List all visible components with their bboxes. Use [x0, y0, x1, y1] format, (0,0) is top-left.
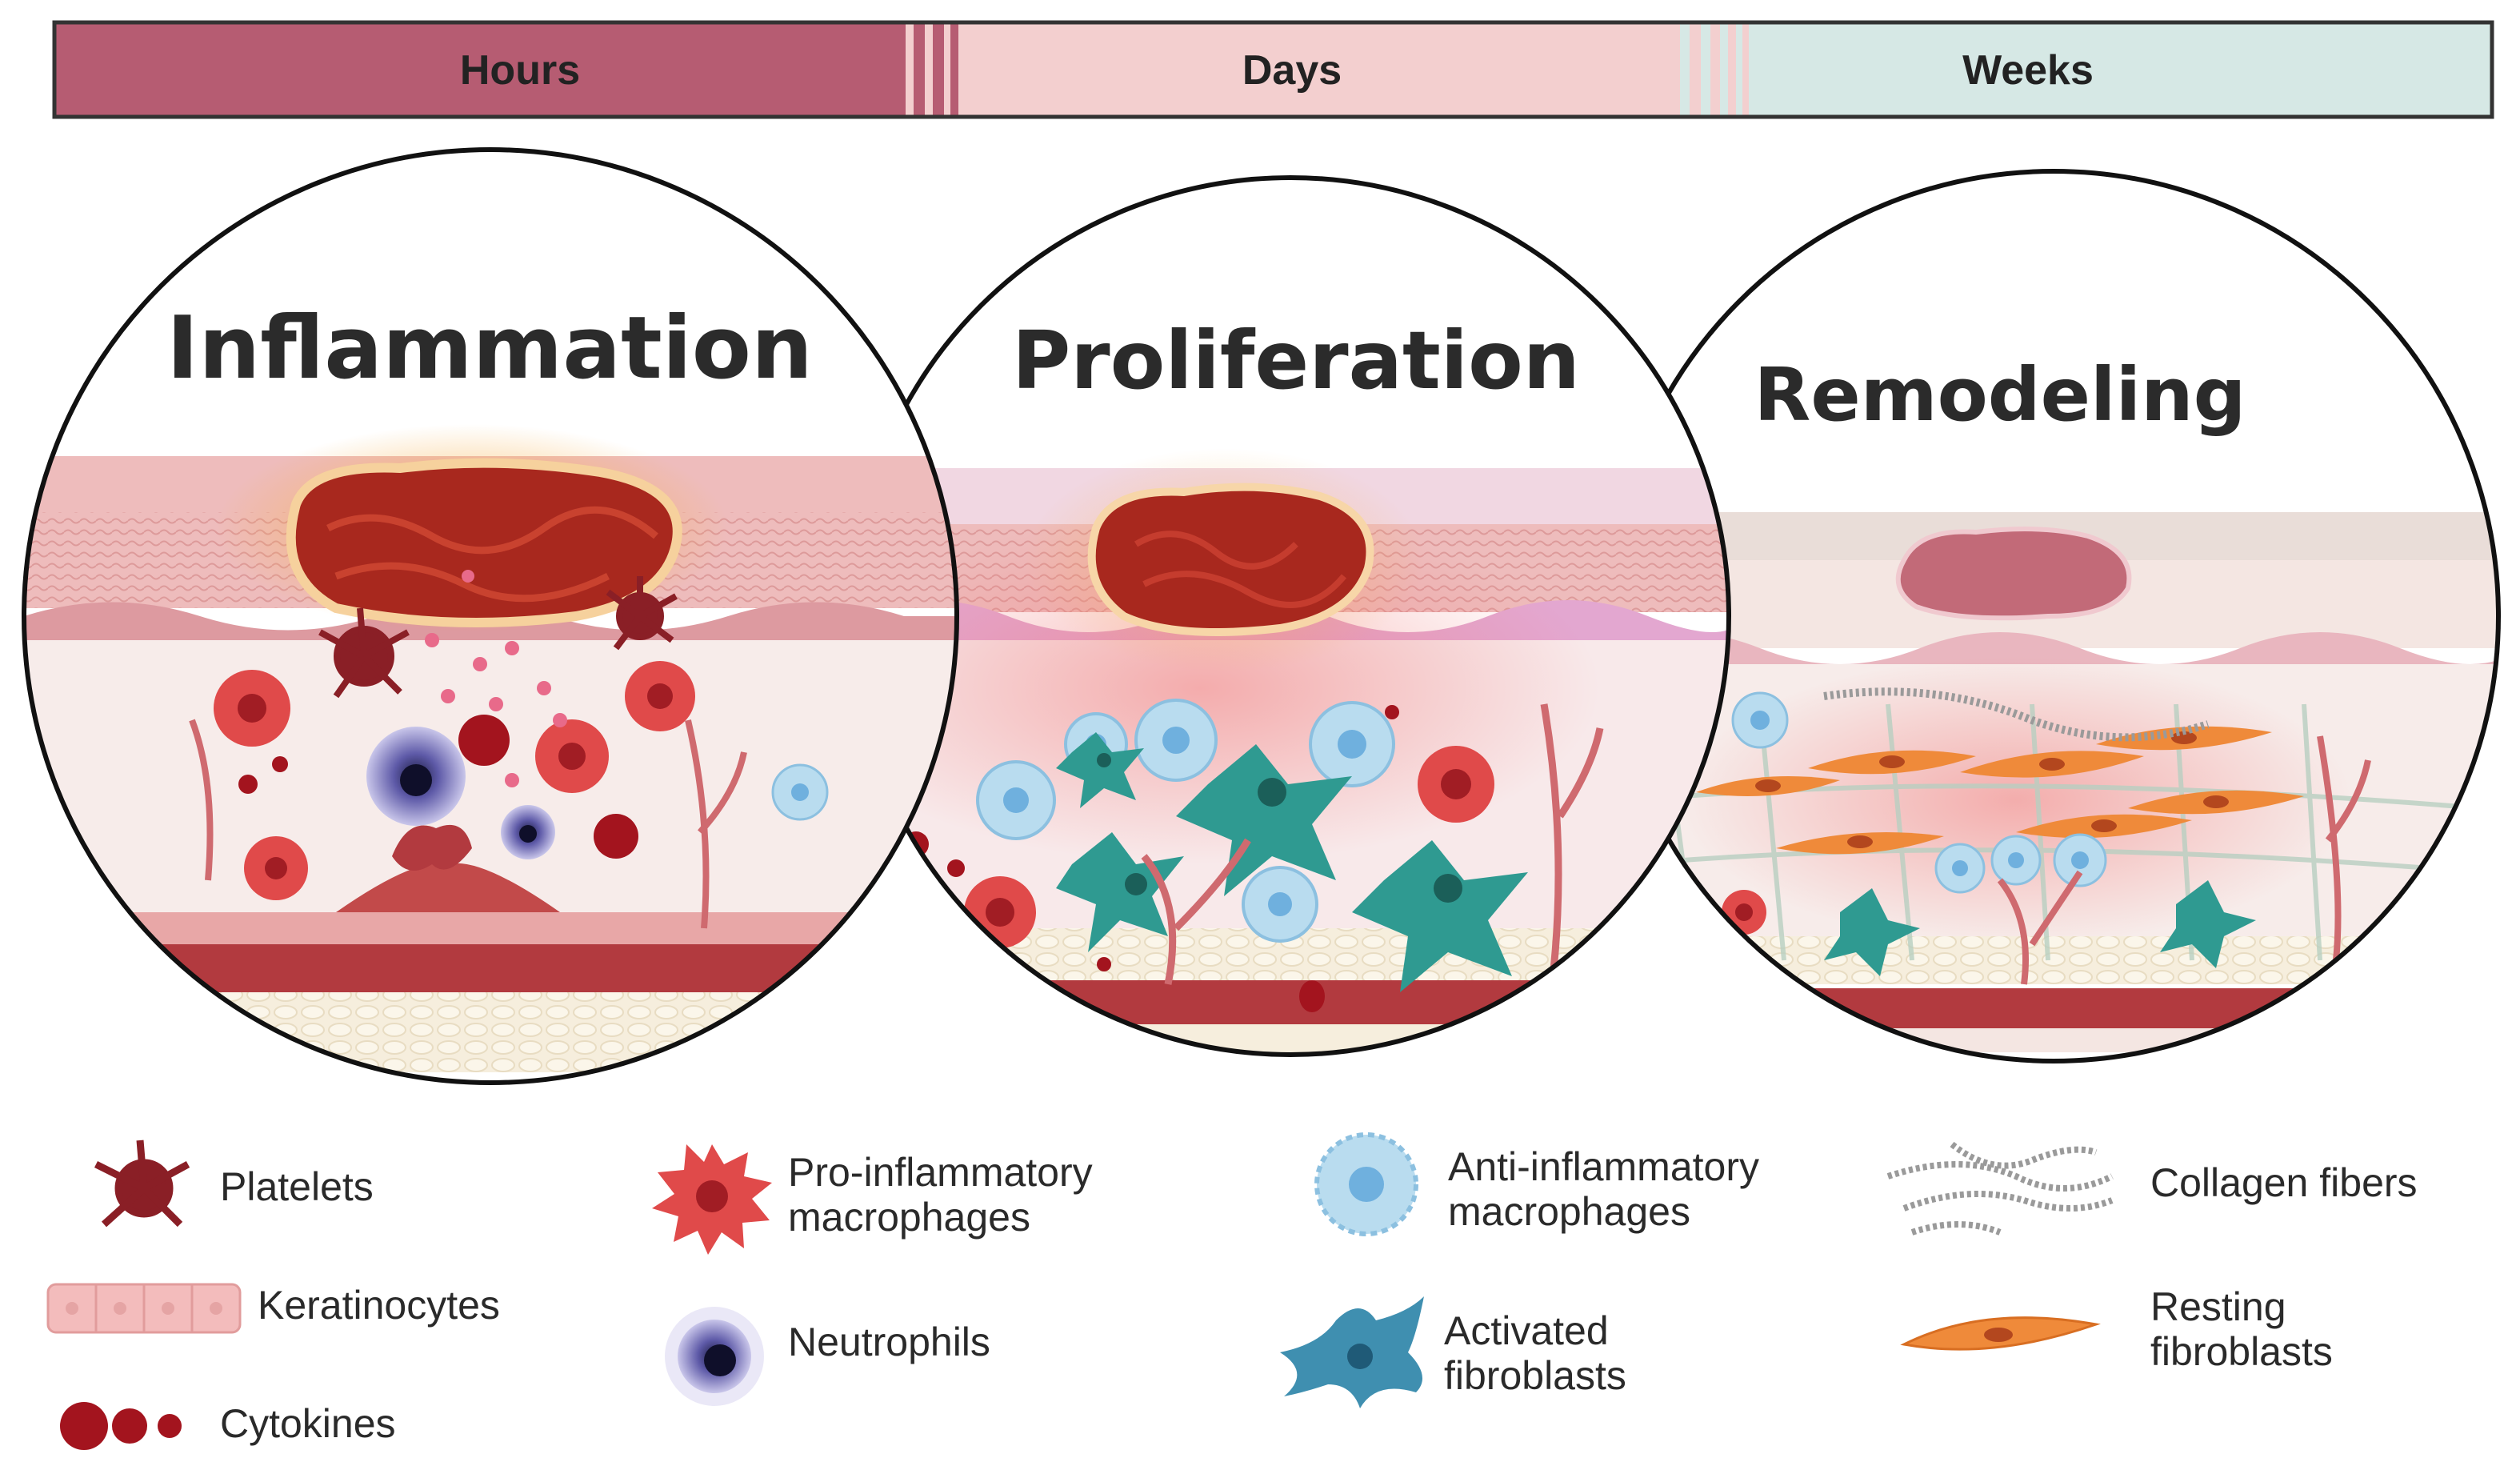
- anti-inflammatory-macrophage-icon: [1314, 1132, 1418, 1236]
- legend-label-neutrophils: Neutrophils: [788, 1320, 990, 1364]
- legend-label-collagen-fibers: Collagen fibers: [2150, 1160, 2418, 1205]
- remodeling-panel: Remodeling: [1606, 169, 2501, 1063]
- keratinocyte-icon: [46, 1283, 242, 1334]
- legend-item-pro-inflammatory-macrophages: Pro-inflammatory macrophages: [652, 1144, 1093, 1255]
- legend-item-neutrophils: Neutrophils: [665, 1307, 990, 1406]
- activated-fibroblast-icon: [1280, 1296, 1424, 1408]
- timeline-label-hours: Hours: [460, 47, 580, 94]
- legend-label-pro-inflammatory-line1: Pro-inflammatory: [788, 1150, 1093, 1195]
- legend-label-activated-fibroblasts-line2: fibroblasts: [1444, 1353, 1626, 1398]
- cytokine-icon: [60, 1402, 182, 1450]
- phase-title-proliferation: Proliferation: [1012, 314, 1580, 407]
- timeline-hours-segment: [54, 22, 894, 117]
- legend-item-collagen-fibers: Collagen fibers: [1886, 1141, 2418, 1236]
- legend-item-keratinocytes: Keratinocytes: [46, 1283, 500, 1334]
- pro-inflammatory-macrophage-icon: [652, 1144, 772, 1255]
- timeline-days-segment: [960, 22, 1696, 117]
- platelet-icon: [94, 1140, 190, 1228]
- resting-fibroblast-icon: [1900, 1316, 2101, 1351]
- phase-title-inflammation: Inflammation: [166, 298, 813, 399]
- legend-item-platelets: Platelets: [94, 1140, 374, 1228]
- legend-label-keratinocytes: Keratinocytes: [258, 1283, 500, 1328]
- legend-item-resting-fibroblasts: Resting fibroblasts: [1900, 1284, 2333, 1374]
- legend: Platelets Keratinocytes Cytokines Pro-: [46, 1132, 2418, 1450]
- neutrophil-icon: [665, 1307, 764, 1406]
- legend-label-platelets: Platelets: [220, 1164, 374, 1209]
- legend-label-activated-fibroblasts-line1: Activated: [1444, 1308, 1609, 1353]
- timeline-weeks-segment: [1756, 22, 2492, 117]
- legend-label-pro-inflammatory-line2: macrophages: [788, 1195, 1030, 1240]
- legend-label-anti-inflammatory-line1: Anti-inflammatory: [1448, 1144, 1759, 1189]
- legend-label-resting-fibroblasts-line1: Resting: [2150, 1284, 2286, 1329]
- legend-label-anti-inflammatory-line2: macrophages: [1448, 1189, 1690, 1234]
- timeline-label-days: Days: [1242, 47, 1342, 94]
- legend-label-cytokines: Cytokines: [220, 1401, 396, 1446]
- collagen-fiber-icon: [1886, 1141, 2114, 1236]
- legend-item-activated-fibroblasts: Activated fibroblasts: [1280, 1296, 1626, 1408]
- timeline-label-weeks: Weeks: [1962, 47, 2094, 94]
- legend-item-anti-inflammatory-macrophages: Anti-inflammatory macrophages: [1314, 1132, 1759, 1236]
- legend-label-resting-fibroblasts-line2: fibroblasts: [2150, 1329, 2333, 1374]
- phase-title-remodeling: Remodeling: [1754, 352, 2246, 438]
- timeline-bar: Hours Days Weeks: [52, 20, 2494, 119]
- inflammation-panel: Inflammation: [22, 147, 959, 1085]
- proliferation-panel: Proliferation: [850, 175, 1731, 1057]
- legend-item-cytokines: Cytokines: [60, 1401, 396, 1450]
